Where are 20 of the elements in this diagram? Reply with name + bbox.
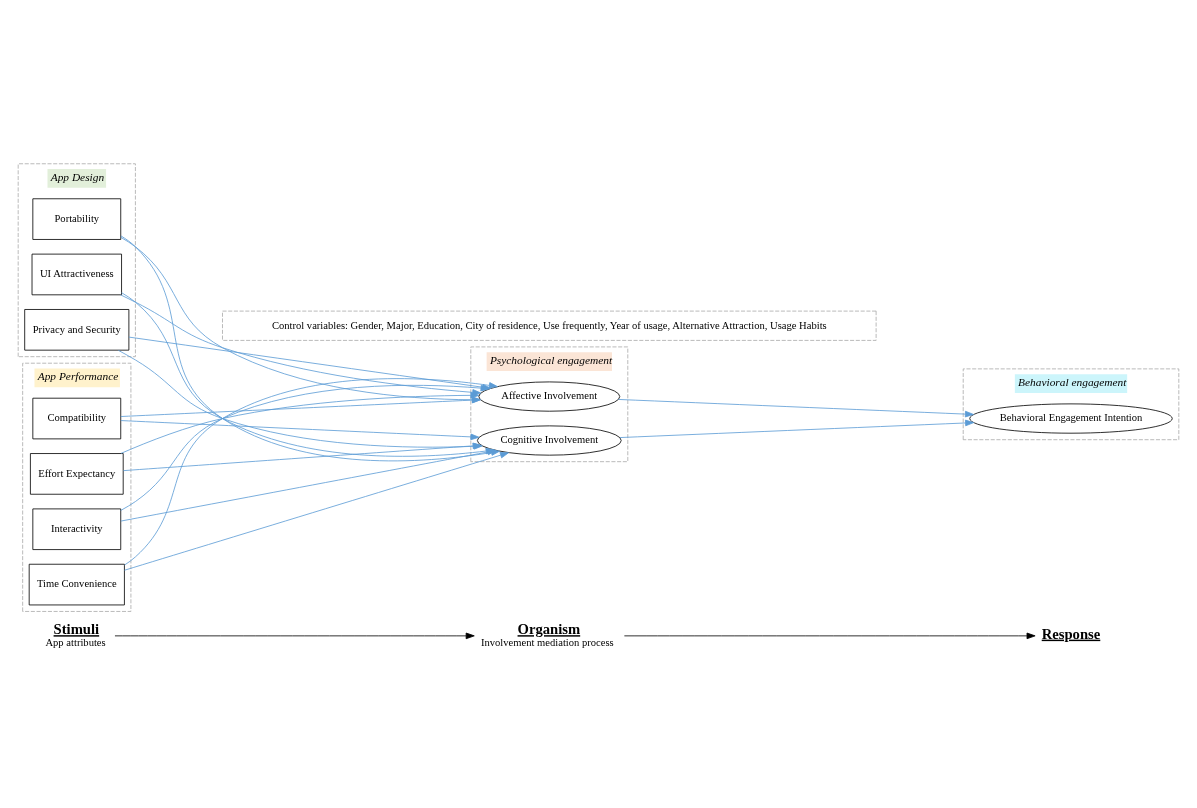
- arrow: [619, 419, 975, 438]
- node-box: Time Convenience: [28, 563, 125, 605]
- node-box: Privacy and Security: [24, 308, 130, 351]
- node-text: Stimuli App attributes: [45, 620, 106, 648]
- node-text: Response: [1041, 625, 1101, 642]
- arrow: [124, 451, 509, 571]
- arrow: [120, 396, 481, 417]
- arrow: [114, 632, 475, 639]
- node-box: Portability: [32, 197, 122, 240]
- arrow: [617, 398, 974, 417]
- node-text: Organism Involvement mediation process: [480, 620, 614, 648]
- node-box: Compatibility: [32, 397, 122, 439]
- node-box: Interactivity: [32, 508, 122, 550]
- arrow: [623, 632, 1036, 639]
- arrow: [120, 419, 480, 440]
- node-box: Control variables: Gender, Major, Education, City of residence, Use frequently, Year of usage, Alternative Attraction, Usage Habits: [222, 310, 877, 341]
- node-box: Effort Expectancy: [30, 452, 124, 495]
- node-box: UI Attractiveness: [31, 253, 122, 295]
- node-ellipse: Behavioral Engagement Intention: [969, 403, 1173, 434]
- arrow: [120, 391, 480, 454]
